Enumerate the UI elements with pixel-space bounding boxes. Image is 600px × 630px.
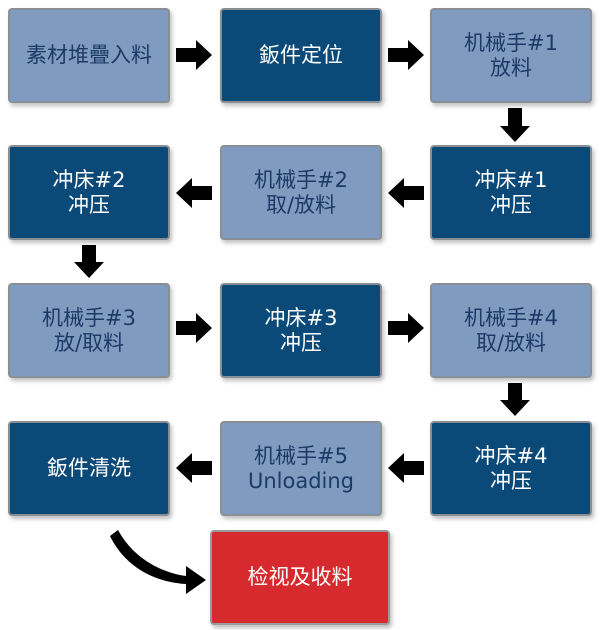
arrow-down-icon [74, 245, 104, 278]
step-sublabel: 冲压 [280, 330, 322, 355]
step-press-3-stamp: 冲床#3 冲压 [220, 283, 382, 378]
arrow-right-icon [388, 313, 424, 343]
step-label: 机械手#1 [464, 30, 558, 55]
step-label: 鈑件清洗 [47, 456, 131, 480]
step-label: 机械手#3 [42, 305, 136, 330]
arrow-down-icon [500, 108, 530, 142]
step-sublabel: Unloading [247, 468, 355, 493]
step-label: 机械手#5 [254, 443, 348, 468]
step-label: 检视及收料 [247, 565, 353, 589]
step-sublabel: 放料 [490, 55, 532, 80]
step-label: 冲床#1 [474, 167, 548, 192]
step-sheet-cleaning: 鈑件清洗 [8, 421, 170, 516]
step-sublabel: 取/放料 [265, 192, 337, 217]
step-sublabel: 放/取料 [53, 330, 125, 355]
step-press-1-stamp: 冲床#1 冲压 [430, 145, 592, 240]
step-inspection-and-collection: 检视及收料 [210, 530, 390, 625]
step-sublabel: 冲压 [490, 192, 532, 217]
arrow-right-icon [176, 313, 212, 343]
step-label: 素材堆疊入料 [26, 43, 152, 67]
step-label: 机械手#4 [464, 305, 558, 330]
step-robot-3-place-pick: 机械手#3 放/取料 [8, 283, 170, 378]
step-robot-5-unloading: 机械手#5 Unloading [220, 421, 382, 516]
arrow-left-icon [176, 453, 212, 483]
arrow-right-icon [388, 40, 424, 70]
step-label: 机械手#2 [254, 167, 348, 192]
arrow-down-icon [500, 383, 530, 416]
step-label: 鈑件定位 [259, 43, 343, 67]
step-press-2-stamp: 冲床#2 冲压 [8, 145, 170, 240]
step-sublabel: 冲压 [68, 192, 110, 217]
step-robot-4-pick-place: 机械手#4 取/放料 [430, 283, 592, 378]
arrow-right-icon [176, 40, 212, 70]
step-press-4-stamp: 冲床#4 冲压 [430, 421, 592, 516]
step-robot-2-pick-place: 机械手#2 取/放料 [220, 145, 382, 240]
step-label: 冲床#3 [264, 305, 338, 330]
step-label: 冲床#2 [52, 167, 126, 192]
step-sublabel: 取/放料 [475, 330, 547, 355]
step-robot-1-place: 机械手#1 放料 [430, 8, 592, 103]
step-material-stacking-infeed: 素材堆疊入料 [8, 8, 170, 103]
step-sublabel: 冲压 [490, 468, 532, 493]
step-sheet-positioning: 鈑件定位 [220, 8, 382, 103]
arrow-left-icon [176, 178, 212, 208]
arrow-left-icon [388, 453, 424, 483]
curved-arrow-icon [110, 530, 206, 594]
step-label: 冲床#4 [474, 443, 548, 468]
arrow-left-icon [388, 178, 424, 208]
